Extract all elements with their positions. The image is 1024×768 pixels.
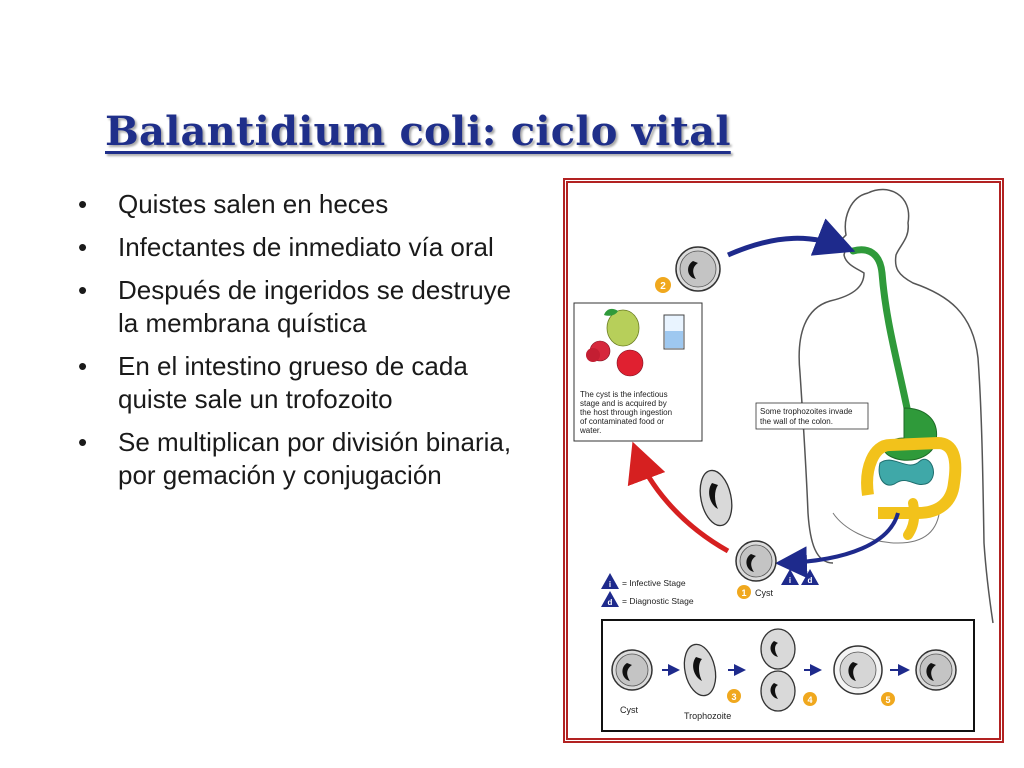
infection-note: The cyst is the infectious stage and is … <box>579 390 674 435</box>
infection-note-line: water. <box>579 426 601 435</box>
invade-note-line: Some trophozoites invade <box>760 407 853 416</box>
legend-infective-letter: i <box>609 580 611 589</box>
bullet-dot: • <box>78 232 88 262</box>
infection-note-line: the host through ingestion <box>580 408 672 417</box>
cyst-label: Cyst <box>755 588 773 598</box>
invade-note: Some trophozoites invade the wall of the… <box>760 407 855 426</box>
panel-cyst-label: Cyst <box>620 705 638 715</box>
body-waist-line <box>832 502 941 544</box>
bullet-item: • Se multiplican por división binaria, po… <box>78 426 518 492</box>
bullet-dot: • <box>78 427 88 457</box>
invade-note-box <box>755 402 869 430</box>
bullet-dot: • <box>78 351 88 381</box>
legend-diagnostic-text: = Diagnostic Stage <box>622 596 694 606</box>
panel-cyst-drawing <box>611 649 653 691</box>
infective-marker-letter: i <box>789 576 791 585</box>
panel-trophozoite-label: Trophozoite <box>684 711 731 721</box>
stomach <box>883 407 938 461</box>
legend-diagnostic-letter: d <box>608 598 613 607</box>
legend-diagnostic-icon <box>601 591 619 607</box>
bullet-item: • Infectantes de inmediato vía oral <box>78 231 518 264</box>
bullet-item: • Quistes salen en heces <box>78 188 518 221</box>
step-badge-1 <box>737 585 751 599</box>
step-badge-3 <box>727 689 741 703</box>
step-number-2: 2 <box>660 281 666 292</box>
bullet-text: Quistes salen en heces <box>118 189 389 219</box>
invade-note-line: the wall of the colon. <box>760 417 833 426</box>
ingestion-arrow <box>726 218 856 258</box>
environment-arrow <box>627 441 730 554</box>
food-and-water-illustration <box>586 308 685 377</box>
bullet-text: Se multiplican por división binaria, por… <box>118 427 512 490</box>
bullet-item: • En el intestino grueso de cada quiste s… <box>78 350 518 416</box>
excretion-arrow <box>775 512 900 579</box>
cyst-drawing-top <box>675 246 721 292</box>
infection-note-line: of contaminated food or <box>580 417 664 426</box>
panel-dividing-trophozoite-drawing <box>760 628 796 712</box>
panel-mature-cyst-drawing <box>915 649 957 691</box>
life-cycle-diagram: 2 The cyst is the infectious stage and i… <box>573 188 994 732</box>
diagnostic-marker-letter: d <box>808 576 813 585</box>
esophagus <box>849 246 912 417</box>
cyst-drawing-main <box>735 540 777 582</box>
bullet-text: Después de ingeridos se destruye la memb… <box>118 275 512 338</box>
bullet-list: • Quistes salen en heces • Infectantes de … <box>78 188 518 502</box>
legend-infective-text: = Infective Stage <box>622 578 686 588</box>
step-badge-4 <box>803 692 817 706</box>
step-badge-5 <box>881 692 895 706</box>
step-badge-2 <box>655 277 671 293</box>
diagnostic-marker-icon <box>801 569 819 585</box>
bullet-dot: • <box>78 275 88 305</box>
small-intestine <box>878 458 934 486</box>
bullet-dot: • <box>78 189 88 219</box>
colon <box>861 437 962 519</box>
panel-encysting-drawing <box>833 645 883 695</box>
infection-note-line: stage and is acquired by <box>580 399 667 408</box>
infection-note-line: The cyst is the infectious <box>580 390 668 399</box>
trophozoite-drawing <box>699 469 733 527</box>
step-number-3: 3 <box>731 692 736 702</box>
bullet-text: Infectantes de inmediato vía oral <box>118 232 494 262</box>
panel-trophozoite-drawing <box>683 643 717 697</box>
life-cycle-figure: 2 The cyst is the infectious stage and i… <box>563 178 1004 743</box>
slide-title: Balantidium coli: ciclo vital <box>105 108 731 155</box>
step-number-4: 4 <box>807 695 812 705</box>
rectum <box>903 498 920 540</box>
step-number-5: 5 <box>885 695 890 705</box>
bullet-item: • Después de ingeridos se destruye la mem… <box>78 274 518 340</box>
legend-infective-icon <box>601 573 619 589</box>
step-number-1: 1 <box>741 588 746 598</box>
infective-marker-icon <box>781 569 799 585</box>
bullet-text: En el intestino grueso de cada quiste sa… <box>118 351 468 414</box>
